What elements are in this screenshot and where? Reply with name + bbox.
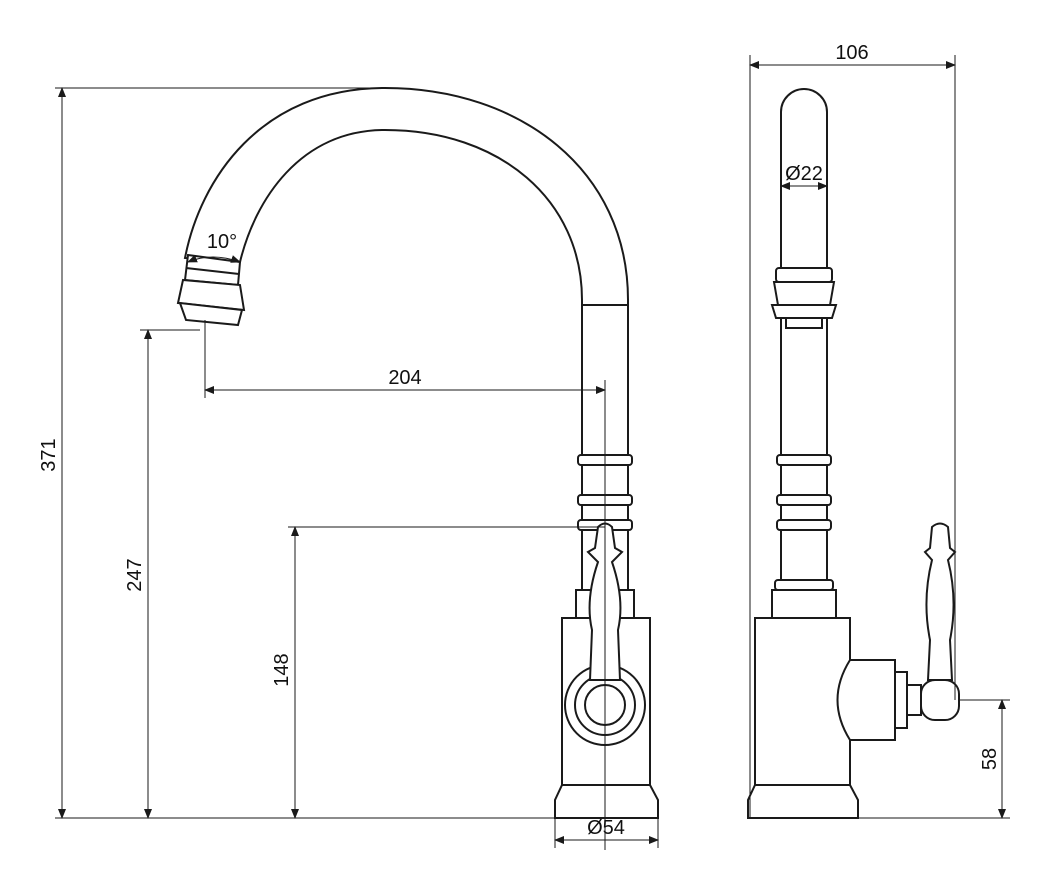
total-height-label: 371 (38, 438, 60, 471)
side-dimensions: 106 Ø22 58 (749, 42, 1010, 819)
spout-reach-label: 204 (388, 367, 421, 389)
outlet-height-label: 247 (124, 558, 146, 591)
handle-height-label: 148 (271, 653, 293, 686)
base-diameter-label: Ø54 (587, 817, 625, 839)
total-width-label: 106 (835, 42, 868, 64)
spout-angle-label: 10° (207, 231, 237, 253)
side-connector (836, 659, 896, 741)
base (554, 784, 659, 819)
side-spout (780, 88, 828, 619)
side-body (754, 617, 851, 786)
spout-diameter-label: Ø22 (785, 163, 823, 185)
side-base (747, 784, 859, 819)
side-lever-handle (923, 522, 957, 681)
side-nozzle (770, 267, 838, 329)
front-view (176, 86, 659, 819)
front-dimensions: 371 247 148 204 Ø54 10° (38, 87, 659, 850)
spout-arc (183, 86, 629, 619)
side-view (747, 88, 960, 819)
spout-nozzle (176, 253, 246, 327)
side-column-rings (771, 454, 837, 619)
connector-height-label: 58 (979, 748, 1001, 770)
